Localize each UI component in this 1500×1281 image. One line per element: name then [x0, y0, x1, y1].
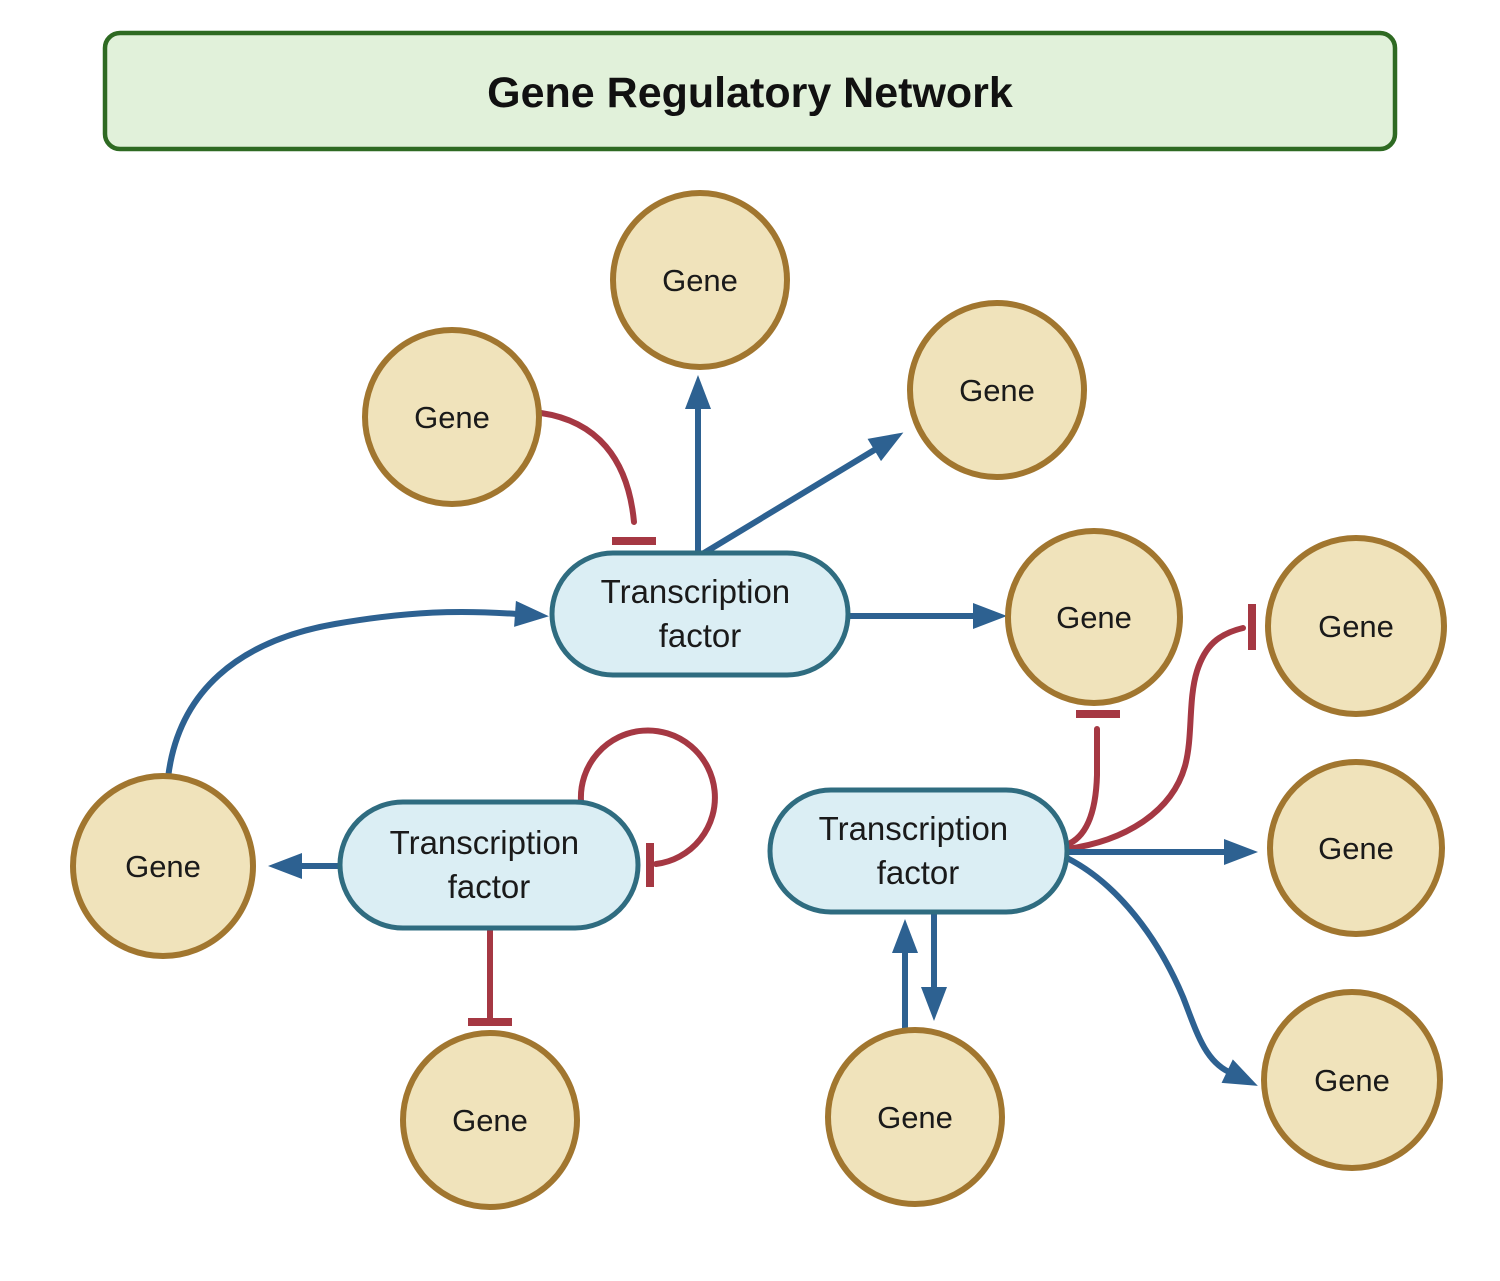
edge-tf-right-inhibits-gene-right-top — [1064, 604, 1256, 852]
gene-label: Gene — [125, 849, 201, 884]
gene-circle — [825, 1027, 1005, 1207]
node-gene-top: Gene — [610, 190, 790, 370]
edge-gene-left-activates-tf-center — [165, 600, 549, 781]
node-tf-left: Transcription factor — [337, 799, 641, 931]
edge-tf-right-activates-gene-right-bottom — [1064, 855, 1258, 1086]
gene-circle — [610, 190, 790, 370]
tf-pill — [337, 799, 641, 931]
node-gene-center-right: Gene — [1005, 528, 1183, 706]
edge-tf-right-inhibits-gene-center-right — [1063, 710, 1120, 848]
page-title: Gene Regulatory Network — [487, 69, 1013, 117]
gene-label: Gene — [1314, 1063, 1390, 1098]
gene-label: Gene — [959, 373, 1035, 408]
gene-circle — [400, 1030, 580, 1210]
gene-label: Gene — [877, 1100, 953, 1135]
node-gene-right-middle: Gene — [1267, 759, 1445, 937]
gene-circle — [1005, 528, 1183, 706]
tf-label: Transcription factor — [601, 573, 800, 654]
gene-circle — [907, 300, 1087, 480]
node-gene-bottom-middle: Gene — [825, 1027, 1005, 1207]
gene-label: Gene — [1318, 609, 1394, 644]
node-gene-top-right: Gene — [907, 300, 1087, 480]
node-gene-bottom-left: Gene — [400, 1030, 580, 1210]
edge-tf-left-inhibits-gene-bottom-left — [468, 925, 512, 1026]
node-tf-right: Transcription factor — [767, 787, 1070, 915]
gene-label: Gene — [1056, 600, 1132, 635]
edge-tf-center-activates-gene-top-right — [701, 432, 904, 556]
tf-pill — [549, 550, 851, 678]
node-gene-upper-left: Gene — [362, 327, 542, 507]
title-banner: Gene Regulatory Network — [102, 30, 1398, 152]
gene-label: Gene — [452, 1103, 528, 1138]
edge-tf-left-self-inhibition-loop — [577, 727, 718, 887]
tf-label: Transcription factor — [819, 810, 1018, 891]
node-gene-right-top: Gene — [1265, 535, 1447, 717]
gene-circle — [362, 327, 542, 507]
tf-pill — [767, 787, 1070, 915]
gene-circle — [70, 773, 256, 959]
gene-circle — [1265, 535, 1447, 717]
edge-gene-upper-left-inhibits-tf-center — [538, 410, 656, 545]
gene-label: Gene — [414, 400, 490, 435]
gene-circle — [1267, 759, 1445, 937]
title-box — [102, 30, 1398, 152]
gene-circle — [1261, 989, 1443, 1171]
node-gene-left: Gene — [70, 773, 256, 959]
gene-label: Gene — [1318, 831, 1394, 866]
tf-label: Transcription factor — [390, 824, 589, 905]
node-gene-right-bottom: Gene — [1261, 989, 1443, 1171]
node-tf-center: Transcription factor — [549, 550, 851, 678]
gene-label: Gene — [662, 263, 738, 298]
